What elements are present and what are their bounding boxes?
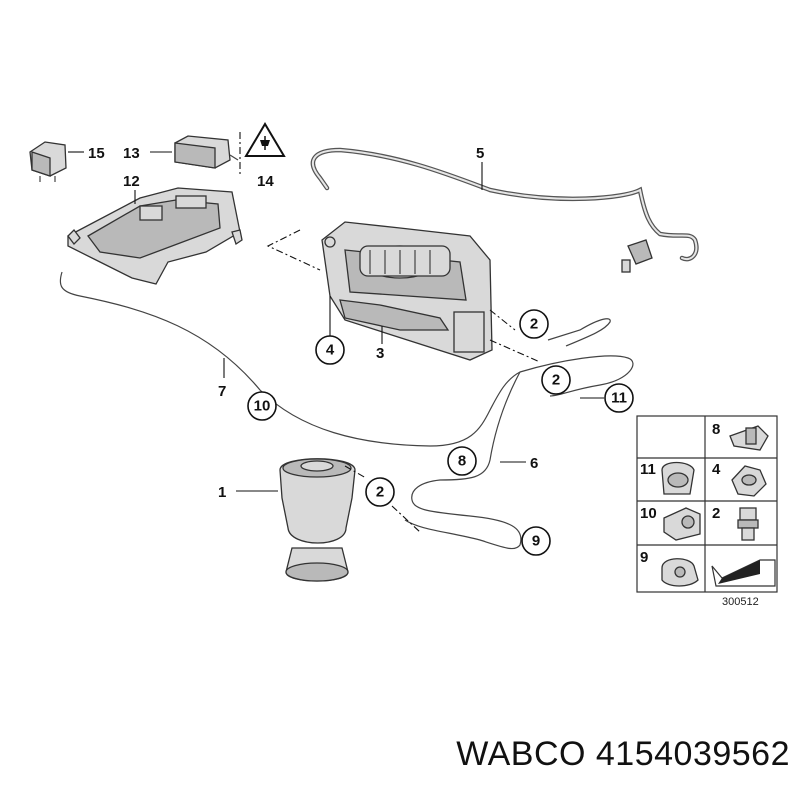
legend-label-4: 4 bbox=[712, 461, 721, 478]
direction-arrow-icon bbox=[711, 559, 776, 587]
pipe-6 bbox=[404, 371, 522, 550]
dash-3-left bbox=[266, 229, 321, 271]
compressor-unit-part bbox=[321, 221, 493, 361]
label-4: 4 bbox=[326, 342, 335, 359]
legend-label-8: 8 bbox=[712, 421, 720, 438]
connector-10-icon bbox=[663, 507, 701, 541]
ring-8 bbox=[447, 446, 477, 476]
air-spring-part bbox=[279, 458, 356, 582]
label-5: 5 bbox=[476, 145, 484, 162]
pipe-2a bbox=[547, 318, 611, 347]
label-2c: 2 bbox=[376, 484, 384, 501]
label-7: 7 bbox=[218, 383, 226, 400]
control-module-part bbox=[174, 135, 239, 169]
label-6: 6 bbox=[530, 455, 538, 472]
ring-2c bbox=[365, 477, 395, 507]
label-10: 10 bbox=[254, 398, 271, 415]
label-2a: 2 bbox=[530, 316, 538, 333]
legend-label-9: 9 bbox=[640, 549, 648, 566]
warning-triangle-icon bbox=[244, 122, 286, 157]
holder-bracket-part bbox=[67, 187, 243, 285]
air-pipe-5 bbox=[310, 147, 699, 273]
ring-9 bbox=[521, 526, 551, 556]
legend-label-10: 10 bbox=[640, 505, 657, 522]
dash-3-right bbox=[489, 309, 541, 363]
clip-9-icon bbox=[661, 558, 699, 587]
legend-label-2: 2 bbox=[712, 505, 720, 522]
relay-part bbox=[29, 141, 67, 182]
legend-label-11: 11 bbox=[640, 461, 656, 478]
label-14: 14 bbox=[257, 173, 274, 190]
dash-1 bbox=[344, 465, 421, 533]
fitting-2-icon bbox=[737, 507, 759, 541]
ring-11 bbox=[604, 383, 634, 413]
clamp-11-icon bbox=[661, 461, 695, 495]
ring-4 bbox=[315, 335, 345, 365]
pipe-7 bbox=[59, 271, 634, 447]
ring-2a bbox=[519, 309, 549, 339]
reference-number: 300512 bbox=[722, 596, 759, 608]
label-13: 13 bbox=[123, 145, 140, 162]
label-1: 1 bbox=[218, 484, 226, 501]
clip-8-icon bbox=[729, 425, 769, 451]
label-9: 9 bbox=[532, 533, 540, 550]
label-15: 15 bbox=[88, 145, 105, 162]
label-3: 3 bbox=[376, 345, 384, 362]
parts-legend-table bbox=[636, 415, 778, 593]
ring-2b bbox=[541, 365, 571, 395]
ring-10 bbox=[247, 391, 277, 421]
part-number-footer: WABCO 4154039562 bbox=[456, 735, 790, 773]
label-2b: 2 bbox=[552, 372, 560, 389]
nut-4-icon bbox=[731, 465, 767, 497]
label-11: 11 bbox=[611, 390, 627, 407]
label-12: 12 bbox=[123, 173, 140, 190]
label-8: 8 bbox=[458, 453, 466, 470]
